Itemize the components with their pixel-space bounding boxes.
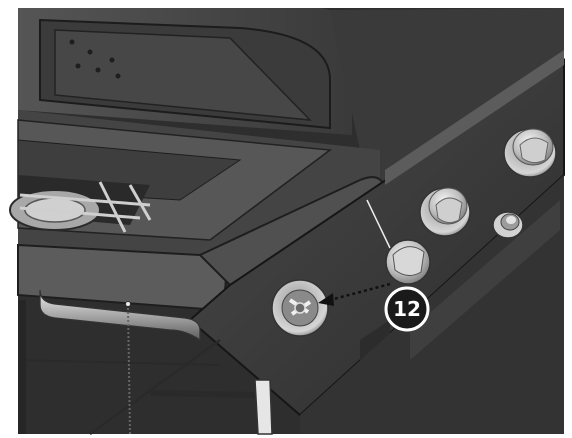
step-badge: [384, 286, 430, 332]
alignment-line: [366, 199, 391, 249]
lid-vent-hole: [75, 63, 81, 69]
install-direction-arrow: [318, 282, 391, 306]
side-shelf: [9, 110, 387, 312]
grill-legs: [254, 175, 564, 435]
valve-stem-bezel: [271, 279, 329, 337]
lid-vent-hole: [109, 57, 115, 63]
lid-vent-hole: [95, 67, 101, 73]
step-badge-circle: [384, 286, 430, 332]
installed-knob-1: [503, 128, 557, 178]
ignition-button: [492, 211, 524, 239]
match-holder-chain: [125, 301, 131, 435]
lid-vent-hole: [87, 49, 93, 55]
step-number: 12: [393, 297, 421, 321]
knob-being-installed: [385, 239, 431, 285]
grill-lid: [18, 8, 353, 135]
lid-vent-hole: [69, 39, 75, 45]
cart-frame: [17, 289, 255, 436]
installed-knob-2: [419, 187, 471, 237]
lid-vent-hole: [115, 73, 121, 79]
